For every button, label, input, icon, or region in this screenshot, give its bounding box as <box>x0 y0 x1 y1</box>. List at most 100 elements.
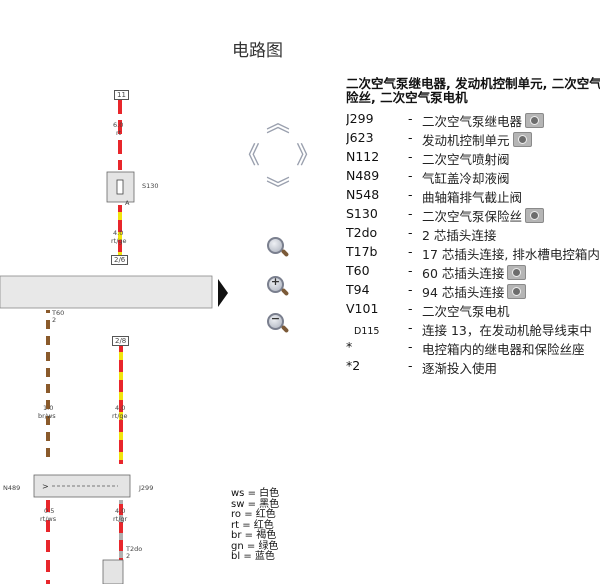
wire-size-label: 1.0 <box>43 404 54 412</box>
color-name: 白色 <box>259 488 280 499</box>
legend-description: 94 芯插头连接 <box>422 285 505 300</box>
legend-description: 17 芯插头连接, 排水槽电控箱内 <box>422 247 600 262</box>
color-code: gn <box>231 540 244 552</box>
legend-description: 连接 13，在发动机舱导线束中 <box>422 323 592 338</box>
legend-item: T60-60 芯插头连接 <box>346 263 600 282</box>
legend-dash: - <box>408 149 413 164</box>
wire-rtgr <box>119 500 123 560</box>
color-code: br <box>231 530 242 541</box>
color-code: bl <box>231 551 241 562</box>
zoom-fit-icon[interactable] <box>267 237 290 258</box>
wire-rtws <box>46 500 50 584</box>
wire-color-item: gn = 绿色 <box>231 540 279 552</box>
legend-code: N112 <box>346 149 380 164</box>
connector-t60-label: T60 <box>52 309 65 317</box>
wire-color-label: br/ws <box>38 412 56 420</box>
legend-item: D115-连接 13，在发动机舱导线束中 <box>346 320 600 339</box>
wire-size-label: 0.5 <box>44 507 55 515</box>
wire-color-label: rt/gr <box>113 515 128 523</box>
zoom-out-icon[interactable]: − <box>267 312 290 334</box>
wire-color-item: bl = 蓝色 <box>231 551 275 562</box>
color-name: 绿色 <box>258 540 279 552</box>
wire-rt-top <box>118 98 122 170</box>
legend-item: J623-发动机控制单元 <box>346 130 600 149</box>
legend-dash: - <box>408 339 413 354</box>
legend-description: 电控箱内的继电器和保险丝座 <box>422 342 585 357</box>
legend-dash: - <box>408 168 413 183</box>
color-code: ws <box>231 488 245 499</box>
heading-line-2: 险丝, 二次空气泵电机 <box>346 90 468 105</box>
legend-description: 2 芯插头连接 <box>422 228 497 243</box>
pan-up-icon[interactable]: ︽ <box>266 109 290 137</box>
legend-code: * <box>346 339 353 354</box>
legend-description: 60 芯插头连接 <box>422 266 505 281</box>
legend-code: T2do <box>346 225 378 240</box>
camera-icon[interactable] <box>525 208 545 223</box>
legend-dash: - <box>408 244 413 259</box>
legend-code: J299 <box>346 111 374 126</box>
legend-item: J299-二次空气泵继电器 <box>346 111 600 130</box>
pan-down-icon[interactable]: ︾ <box>266 175 290 203</box>
diagram-heading: 二次空气泵继电器, 发动机控制单元, 二次空气泵保 险丝, 二次空气泵电机 <box>346 77 600 105</box>
legend-description: 曲轴箱排气截止阀 <box>422 190 523 205</box>
wire-color-item: ws = 白色 <box>231 488 280 499</box>
legend-dash: - <box>408 282 413 297</box>
legend-item: N548-曲轴箱排气截止阀 <box>346 187 600 206</box>
relay-j299-label: J299 <box>139 484 154 492</box>
legend-dash: - <box>408 301 413 316</box>
connector-top-label: 11 <box>114 90 129 100</box>
connector-right-label: 2/8 <box>112 336 130 346</box>
legend-code: T94 <box>346 282 370 297</box>
legend-dash: - <box>408 358 413 373</box>
legend-description: 气缸盖冷却液阀 <box>422 171 510 186</box>
camera-icon[interactable] <box>512 132 532 147</box>
legend-item: S130-二次空气泵保险丝 <box>346 206 600 225</box>
wire-color-label: rt/ge <box>111 237 127 245</box>
legend-code: T17b <box>346 244 378 259</box>
t2do-pin-label: 2 <box>126 552 131 560</box>
camera-icon[interactable] <box>507 265 527 280</box>
page-title: 电路图 <box>232 41 283 61</box>
wire-size-label: 6.0 <box>113 121 124 129</box>
color-name: 蓝色 <box>254 551 275 562</box>
valve-n489-label: N489 <box>3 484 21 492</box>
legend-description: 二次空气泵电机 <box>422 304 510 319</box>
legend-code: N489 <box>346 168 380 183</box>
wire-color-item: sw = 黑色 <box>231 498 280 510</box>
legend-dash: - <box>408 206 413 221</box>
legend-item: * -电控箱内的继电器和保险丝座 <box>346 339 600 358</box>
connector-t17b-label: 2/6 <box>111 255 129 265</box>
pan-left-icon[interactable]: 《 <box>236 141 260 169</box>
wire-brws <box>46 310 50 464</box>
wire-color-label: rt <box>116 129 122 137</box>
legend-code: T60 <box>346 263 370 278</box>
legend-item: T17b -17 芯插头连接, 排水槽电控箱内 <box>346 244 600 263</box>
color-code: ro <box>231 509 242 520</box>
wire-color-item: ro = 红色 <box>231 509 276 520</box>
legend-description: 二次空气喷射阀 <box>422 152 510 167</box>
fuse-s130-label: S130 <box>142 182 159 190</box>
wire-color-label: rt/ge <box>112 412 128 420</box>
legend-code: V101 <box>346 301 379 316</box>
connector-t2do-label: T2do <box>126 545 143 553</box>
camera-icon[interactable] <box>525 113 545 128</box>
color-name: 黑色 <box>259 498 280 510</box>
camera-icon[interactable] <box>507 284 527 299</box>
connector-t2do[interactable] <box>102 559 124 584</box>
pan-right-icon[interactable]: 》 <box>296 141 320 169</box>
legend-code: *2 <box>346 358 361 373</box>
legend-item: *2 -逐渐投入使用 <box>346 358 600 377</box>
legend-description: 发动机控制单元 <box>422 133 510 148</box>
color-name: 褐色 <box>256 530 277 541</box>
color-name: 红色 <box>253 519 274 531</box>
expand-arrow-icon[interactable] <box>218 279 228 307</box>
wire-rtge-right <box>119 343 123 464</box>
legend-description: 二次空气泵继电器 <box>422 114 523 129</box>
relay-carrier-bar <box>0 275 213 309</box>
legend-item: T94 -94 芯插头连接 <box>346 282 600 301</box>
legend-description: 逐渐投入使用 <box>422 361 498 376</box>
zoom-in-icon[interactable]: + <box>267 275 290 297</box>
legend-item: N489 -气缸盖冷却液阀 <box>346 168 600 187</box>
